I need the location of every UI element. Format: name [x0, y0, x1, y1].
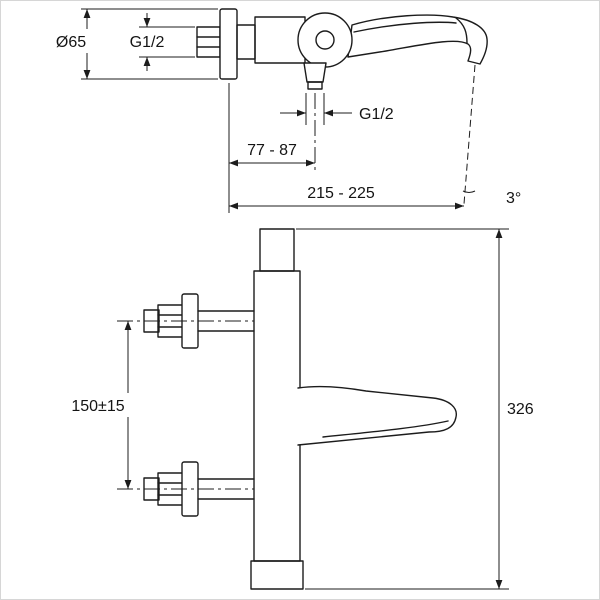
label-overall-height: 326	[507, 401, 534, 418]
lower-inlet	[117, 461, 255, 517]
side-view: Ø65 G1/2 G1/2 77 - 87 215 - 225 3°	[56, 8, 521, 213]
spout-front-fill	[298, 386, 457, 445]
spout-front-outline	[297, 385, 457, 446]
label-flange-diameter: Ø65	[56, 34, 86, 51]
hose-outlet-nipple	[307, 81, 323, 90]
label-inlet-spacing: 150±15	[71, 398, 124, 415]
control-cap-center	[315, 30, 335, 50]
label-inlet-thread: G1/2	[130, 34, 165, 51]
label-outlet-thread: G1/2	[359, 106, 394, 123]
hose-outlet	[303, 62, 327, 83]
body-connector	[236, 24, 256, 60]
column-main-body	[253, 270, 301, 562]
column-base	[250, 560, 304, 590]
column-top-section	[259, 228, 295, 272]
upper-inlet	[117, 293, 255, 349]
label-outlet-offset: 77 - 87	[247, 142, 297, 159]
control-cap	[297, 12, 353, 68]
spout-angle-reference-line	[463, 64, 476, 205]
label-spout-reach: 215 - 225	[307, 185, 375, 202]
front-view: 150±15 326	[71, 228, 534, 590]
lever-tip-line	[455, 17, 468, 44]
spout-angle-arc	[462, 190, 476, 193]
label-spout-angle: 3°	[506, 190, 521, 207]
lever-separation-line	[353, 21, 457, 33]
spout-front-inner-line	[322, 420, 449, 438]
wall-flange	[219, 8, 238, 80]
inlet-nut	[196, 26, 221, 58]
